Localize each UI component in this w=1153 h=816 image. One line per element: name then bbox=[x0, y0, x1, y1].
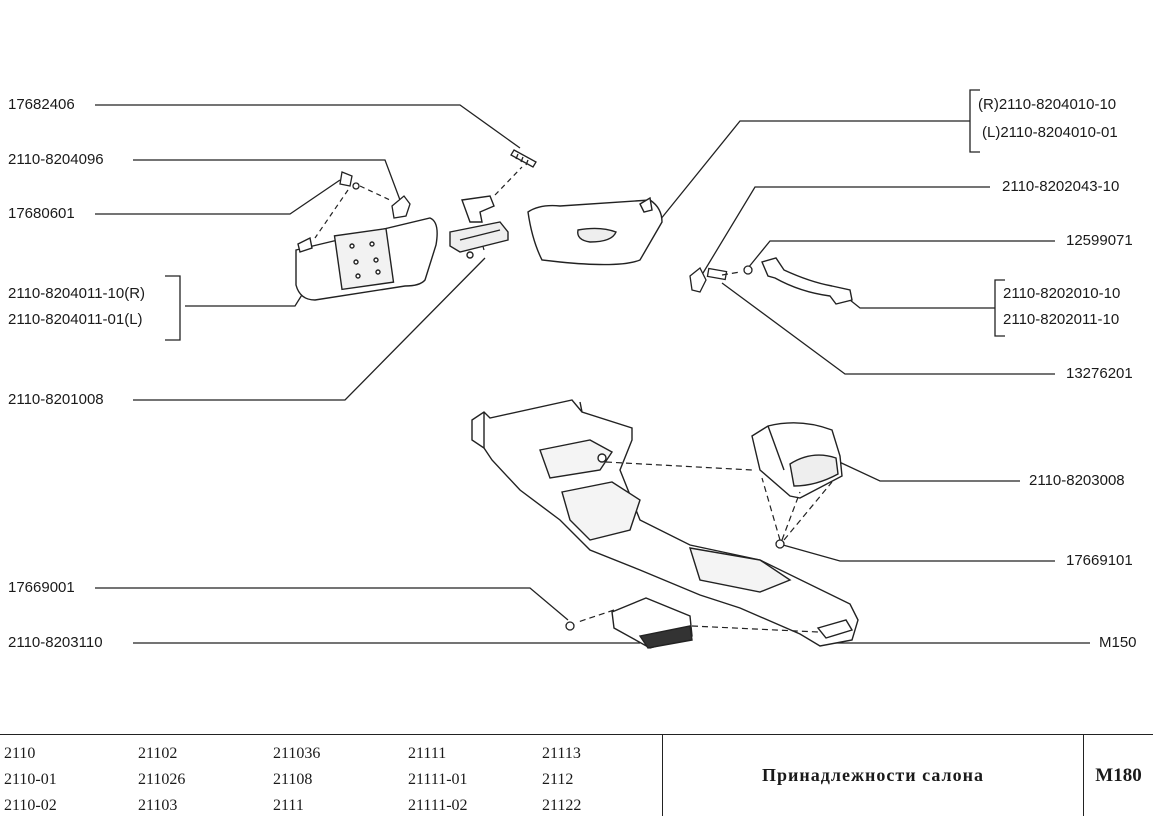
model-code: 211036 bbox=[273, 745, 321, 762]
model-code: 2110-02 bbox=[4, 797, 57, 814]
model-code: 2110 bbox=[4, 745, 36, 762]
leader-2110-8203008 bbox=[834, 459, 1020, 482]
grab-handle-shape bbox=[761, 257, 853, 305]
leader-2110-8201008 bbox=[133, 257, 486, 401]
rear-view-mirror-shape bbox=[449, 195, 509, 259]
callout-sun-visor-right-l: (L)2110-8204010-01 bbox=[982, 124, 1118, 141]
model-code: 21108 bbox=[273, 771, 313, 788]
model-code: 21111-02 bbox=[408, 797, 468, 814]
callout-handle-1: 2110-8202010-10 bbox=[1003, 285, 1121, 302]
sheet-title: Принадлежности салона bbox=[762, 765, 984, 785]
cup-holder-shape bbox=[751, 422, 843, 499]
model-code: 21111 bbox=[408, 745, 447, 762]
leader-17669101 bbox=[782, 544, 1055, 562]
model-code: 21122 bbox=[542, 797, 582, 814]
callout-handle-2: 2110-8202011-10 bbox=[1003, 311, 1120, 328]
leader-17669001 bbox=[95, 587, 569, 621]
title-block-divider bbox=[662, 735, 663, 816]
leader-sun-visor-right bbox=[659, 120, 970, 221]
sun-visor-right-shape bbox=[527, 196, 663, 266]
sun-visor-left-shape bbox=[295, 217, 438, 301]
callout-2110-8203110: 2110-8203110 bbox=[8, 634, 103, 651]
callout-sun-visor-left-l: 2110-8204011-01(L) bbox=[8, 311, 143, 328]
leader-12599071 bbox=[747, 240, 1055, 269]
callout-13276201: 13276201 bbox=[1066, 365, 1133, 382]
screw-17669101 bbox=[775, 539, 785, 549]
model-code: 21111-01 bbox=[408, 771, 468, 788]
callout-12599071: 12599071 bbox=[1066, 232, 1133, 249]
callout-17669001: 17669001 bbox=[8, 579, 75, 596]
callout-17680601: 17680601 bbox=[8, 205, 75, 222]
callout-sun-visor-right-r: (R)2110-8204010-10 bbox=[978, 96, 1117, 113]
callout-17669101: 17669101 bbox=[1066, 552, 1133, 569]
callout-M150: M150 bbox=[1099, 634, 1137, 651]
model-code: 21113 bbox=[542, 745, 581, 762]
model-code: 2110-01 bbox=[4, 771, 57, 788]
title-block-divider bbox=[1083, 735, 1084, 816]
model-code: 2111 bbox=[273, 797, 304, 814]
model-code: 2112 bbox=[542, 771, 574, 788]
leader-sun-visor-left bbox=[185, 289, 306, 307]
ashtray-rear-shape bbox=[611, 597, 693, 649]
leader-2110-8202043-10 bbox=[699, 186, 990, 279]
leader-handle bbox=[844, 295, 995, 309]
visor-clip-left bbox=[339, 171, 411, 219]
leader-2110-8204096 bbox=[133, 159, 401, 201]
center-console-shape bbox=[471, 399, 859, 647]
model-code: 21102 bbox=[138, 745, 178, 762]
callout-2110-8203008: 2110-8203008 bbox=[1029, 472, 1125, 489]
sheet-code: M180 bbox=[1095, 765, 1142, 786]
callout-sun-visor-left-r: 2110-8204011-10(R) bbox=[8, 285, 146, 302]
leader-17682406 bbox=[95, 104, 521, 149]
callout-2110-8204096: 2110-8204096 bbox=[8, 151, 104, 168]
screw-17682406 bbox=[510, 149, 537, 168]
callout-2110-8202043-10: 2110-8202043-10 bbox=[1002, 178, 1120, 195]
screw-17669001 bbox=[565, 621, 575, 631]
callout-2110-8201008: 2110-8201008 bbox=[8, 391, 104, 408]
leader-17680601 bbox=[95, 179, 341, 215]
model-code: 21103 bbox=[138, 797, 178, 814]
title-block: 2110 2110-01 2110-02 21102 211026 21103 … bbox=[0, 734, 1153, 816]
model-code: 211026 bbox=[138, 771, 186, 788]
leader-13276201 bbox=[721, 282, 1055, 375]
handle-clip bbox=[689, 265, 753, 293]
callout-17682406: 17682406 bbox=[8, 96, 75, 113]
bracket-sun-visor-left bbox=[165, 275, 181, 341]
